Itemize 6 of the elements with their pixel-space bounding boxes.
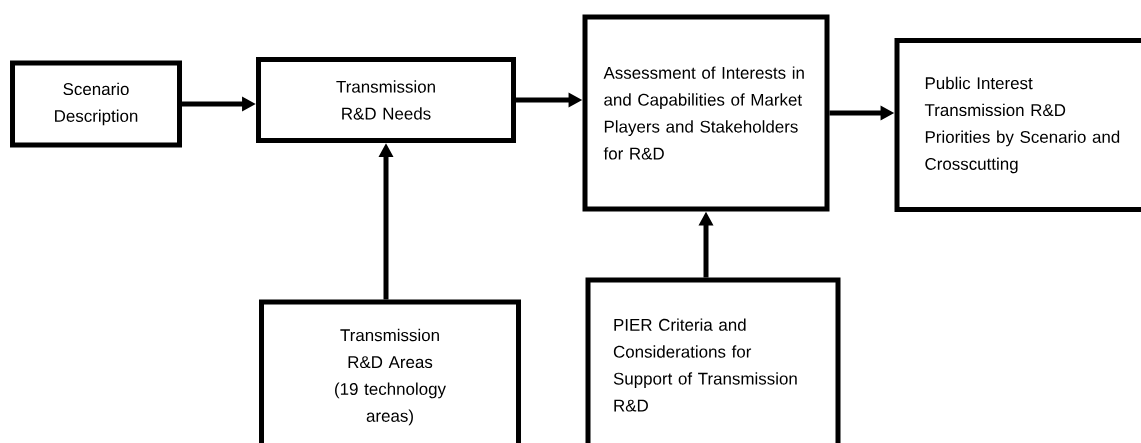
process-box: Transmission R&D Needs [256, 57, 516, 143]
process-box: Transmission R&D Areas (19 technology areas) [259, 299, 521, 443]
process-box: PIER Criteria and Considerations for Support of Transmission R&D [585, 277, 841, 443]
process-box: Public Interest Transmission R&D Priorities by Scenario and Crosscutting [894, 38, 1141, 212]
process-box: Scenario Description [10, 60, 182, 148]
process-box: Assessment of Interests in and Capabilities of Market Players and Stakeholders for R&D [582, 14, 830, 212]
